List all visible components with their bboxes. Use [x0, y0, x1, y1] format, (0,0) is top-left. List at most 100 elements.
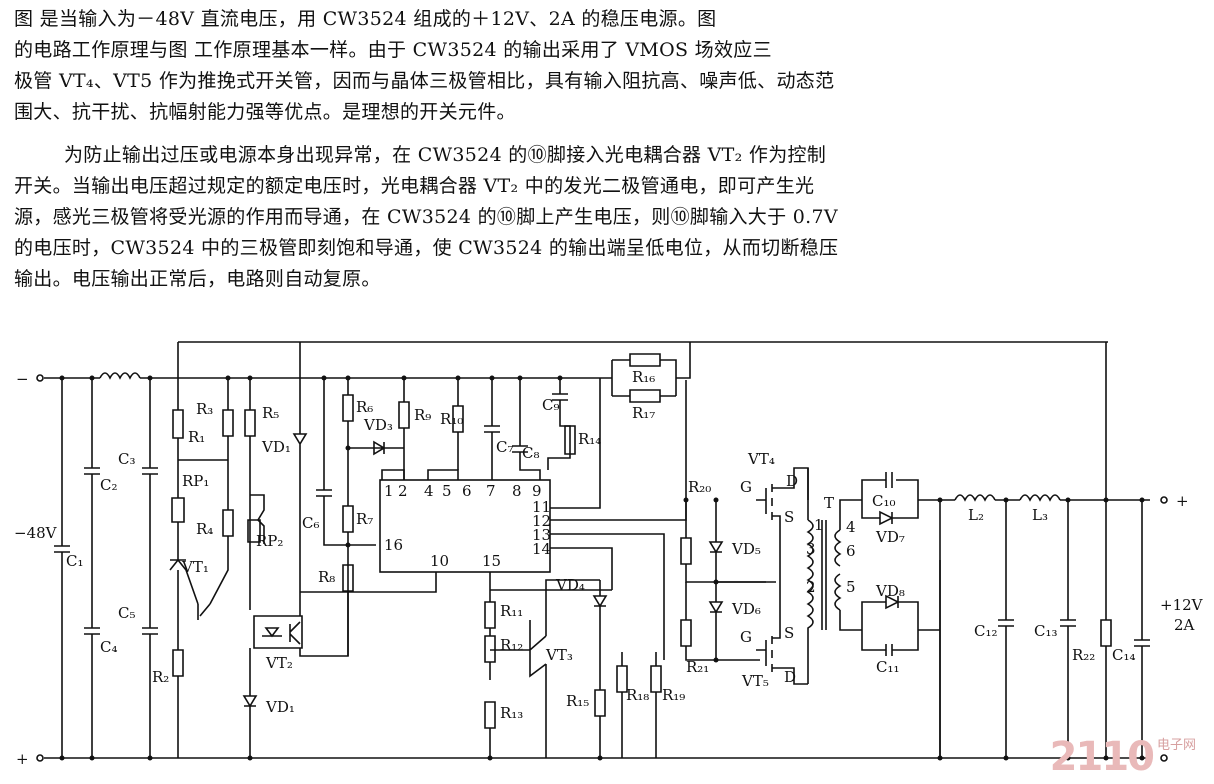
- winding-label: 6: [846, 542, 856, 560]
- component-label: VD₇: [875, 528, 905, 546]
- ic-pin-label: 14: [532, 540, 551, 558]
- winding-label: 1: [814, 516, 824, 534]
- ic-pin-label: 15: [482, 552, 501, 570]
- component-label: C₇: [496, 438, 514, 456]
- inductor-l2: [954, 494, 996, 502]
- ic-pin-label: 4: [424, 482, 434, 500]
- component-label: VD₁: [265, 698, 295, 716]
- component-label: C₁₂: [974, 622, 998, 640]
- winding-label: 5: [846, 578, 856, 596]
- text-line: 源，感光三极管将受光源的作用而导通，在 CW3524 的⑩脚上产生电压，则⑩脚输…: [14, 206, 838, 228]
- component-label: D: [784, 668, 796, 686]
- component-label: VD₄: [555, 576, 585, 594]
- component-label: C₂: [100, 476, 118, 494]
- component-label: C₁₃: [1034, 622, 1058, 640]
- component-label: C₅: [118, 604, 136, 622]
- component-label: R₃: [196, 400, 213, 418]
- component-label: G: [740, 628, 752, 646]
- ic-pin-label: 1: [384, 482, 394, 500]
- component-label: R₈: [318, 568, 335, 586]
- watermark-site: 电子网: [1156, 738, 1196, 753]
- terminal-minus-label: −: [16, 370, 29, 388]
- component-label: VD₁: [261, 438, 291, 456]
- inductor-l1: [99, 372, 141, 380]
- component-label: R₁₂: [500, 636, 523, 654]
- component-label: VD₆: [731, 600, 761, 618]
- ic-pin-label: 11: [532, 498, 551, 516]
- component-label: R₂: [152, 668, 169, 686]
- component-label: C₃: [118, 450, 136, 468]
- component-label: R₇: [356, 510, 373, 528]
- mosfet-vt4: [756, 467, 809, 582]
- winding-label: 4: [846, 518, 856, 536]
- component-label: VT₃: [545, 646, 573, 664]
- transformer-t: [806, 468, 814, 684]
- component-label: R₁₃: [500, 704, 523, 722]
- ic-pin-label: 13: [532, 526, 551, 544]
- text-line: 的电压时，CW3524 中的三极管即刻饱和导通，使 CW3524 的输出端呈低电…: [14, 237, 839, 259]
- component-label: R₉: [414, 406, 431, 424]
- text-line: 极管 VT₄、VT5 作为推挽式开关管，因而与晶体三极管相比，具有输入阻抗高、噪…: [14, 70, 835, 92]
- component-label: C₈: [522, 444, 540, 462]
- ic-pin-label: 5: [442, 482, 452, 500]
- component-label: S: [784, 508, 794, 526]
- input-voltage-label: −48V: [14, 524, 58, 542]
- component-label: RP₂: [256, 532, 283, 550]
- component-label: G: [740, 478, 752, 496]
- component-label: VD₃: [363, 416, 393, 434]
- component-label: C₆: [302, 514, 320, 532]
- component-label: C₁₄: [1112, 646, 1136, 664]
- component-label: R₁₇: [632, 404, 655, 422]
- output-voltage-label: +12V: [1160, 596, 1204, 614]
- ic-pin-label: 7: [486, 482, 496, 500]
- component-label: R₁₅: [566, 692, 589, 710]
- component-label: C₁₀: [872, 492, 896, 510]
- component-label: C₁: [66, 552, 84, 570]
- component-label: R₂₁: [686, 658, 709, 676]
- ic-pin-label: 12: [532, 512, 551, 530]
- component-label: R₆: [356, 398, 373, 416]
- text-line: 围大、抗干扰、抗幅射能力强等优点。是理想的开关元件。: [14, 101, 516, 123]
- component-label: R₁₄: [578, 430, 601, 448]
- ic-pin-label: 16: [384, 536, 403, 554]
- component-label: R₁₉: [662, 686, 685, 704]
- ic-cw3524: [379, 479, 551, 573]
- mosfet-vt5: [756, 582, 808, 685]
- component-label: VT₅: [741, 672, 769, 690]
- winding-label: 3: [806, 540, 816, 558]
- component-label: L₂: [968, 506, 984, 524]
- component-label: VD₅: [731, 540, 761, 558]
- circuit-schematic: − + −48V + +12V 2A 1 2 4 5 6 7 8 9 11 12…: [14, 341, 1204, 768]
- text-line: 开关。当输出电压超过规定的额定电压时，光电耦合器 VT₂ 中的发光二极管通电，即…: [14, 175, 815, 197]
- inductor-l3: [1019, 494, 1061, 502]
- component-label: VT₁: [181, 558, 209, 576]
- component-label: T: [824, 494, 834, 512]
- ic-pin-label: 2: [398, 482, 408, 500]
- component-label: VT₂: [265, 654, 293, 672]
- ic-pin-label: 9: [532, 482, 542, 500]
- component-label: VT₄: [747, 450, 775, 468]
- component-label: L₃: [1032, 506, 1048, 524]
- component-label: R₄: [196, 520, 213, 538]
- text-line: 图 是当输入为－48V 直流电压，用 CW3524 组成的＋12V、2A 的稳压…: [14, 8, 717, 30]
- component-label: VD₈: [875, 582, 905, 600]
- output-current-label: 2A: [1174, 616, 1195, 634]
- text-line: 输出。电压输出正常后，电路则自动复原。: [14, 268, 381, 290]
- component-label: R₂₀: [688, 478, 711, 496]
- text-line: 为防止输出过压或电源本身出现异常，在 CW3524 的⑩脚接入光电耦合器 VT₂…: [64, 144, 827, 166]
- component-label: R₁₈: [626, 686, 649, 704]
- output-plus-label: +: [1176, 492, 1189, 510]
- terminal-plus-label: +: [16, 750, 29, 768]
- ic-pin-label: 8: [512, 482, 522, 500]
- watermark-logo: 2110: [1049, 734, 1155, 780]
- component-label: C₉: [542, 396, 560, 414]
- text-line: 的电路工作原理与图 工作原理基本一样。由于 CW3524 的输出采用了 VMOS…: [14, 39, 772, 61]
- component-label: R₁₀: [440, 410, 463, 428]
- component-label: R₁₁: [500, 602, 523, 620]
- ic-pin-label: 10: [430, 552, 449, 570]
- component-label: R₁₆: [632, 368, 655, 386]
- component-label: S: [784, 624, 794, 642]
- ic-pin-label: 6: [462, 482, 472, 500]
- component-label: D: [786, 472, 798, 490]
